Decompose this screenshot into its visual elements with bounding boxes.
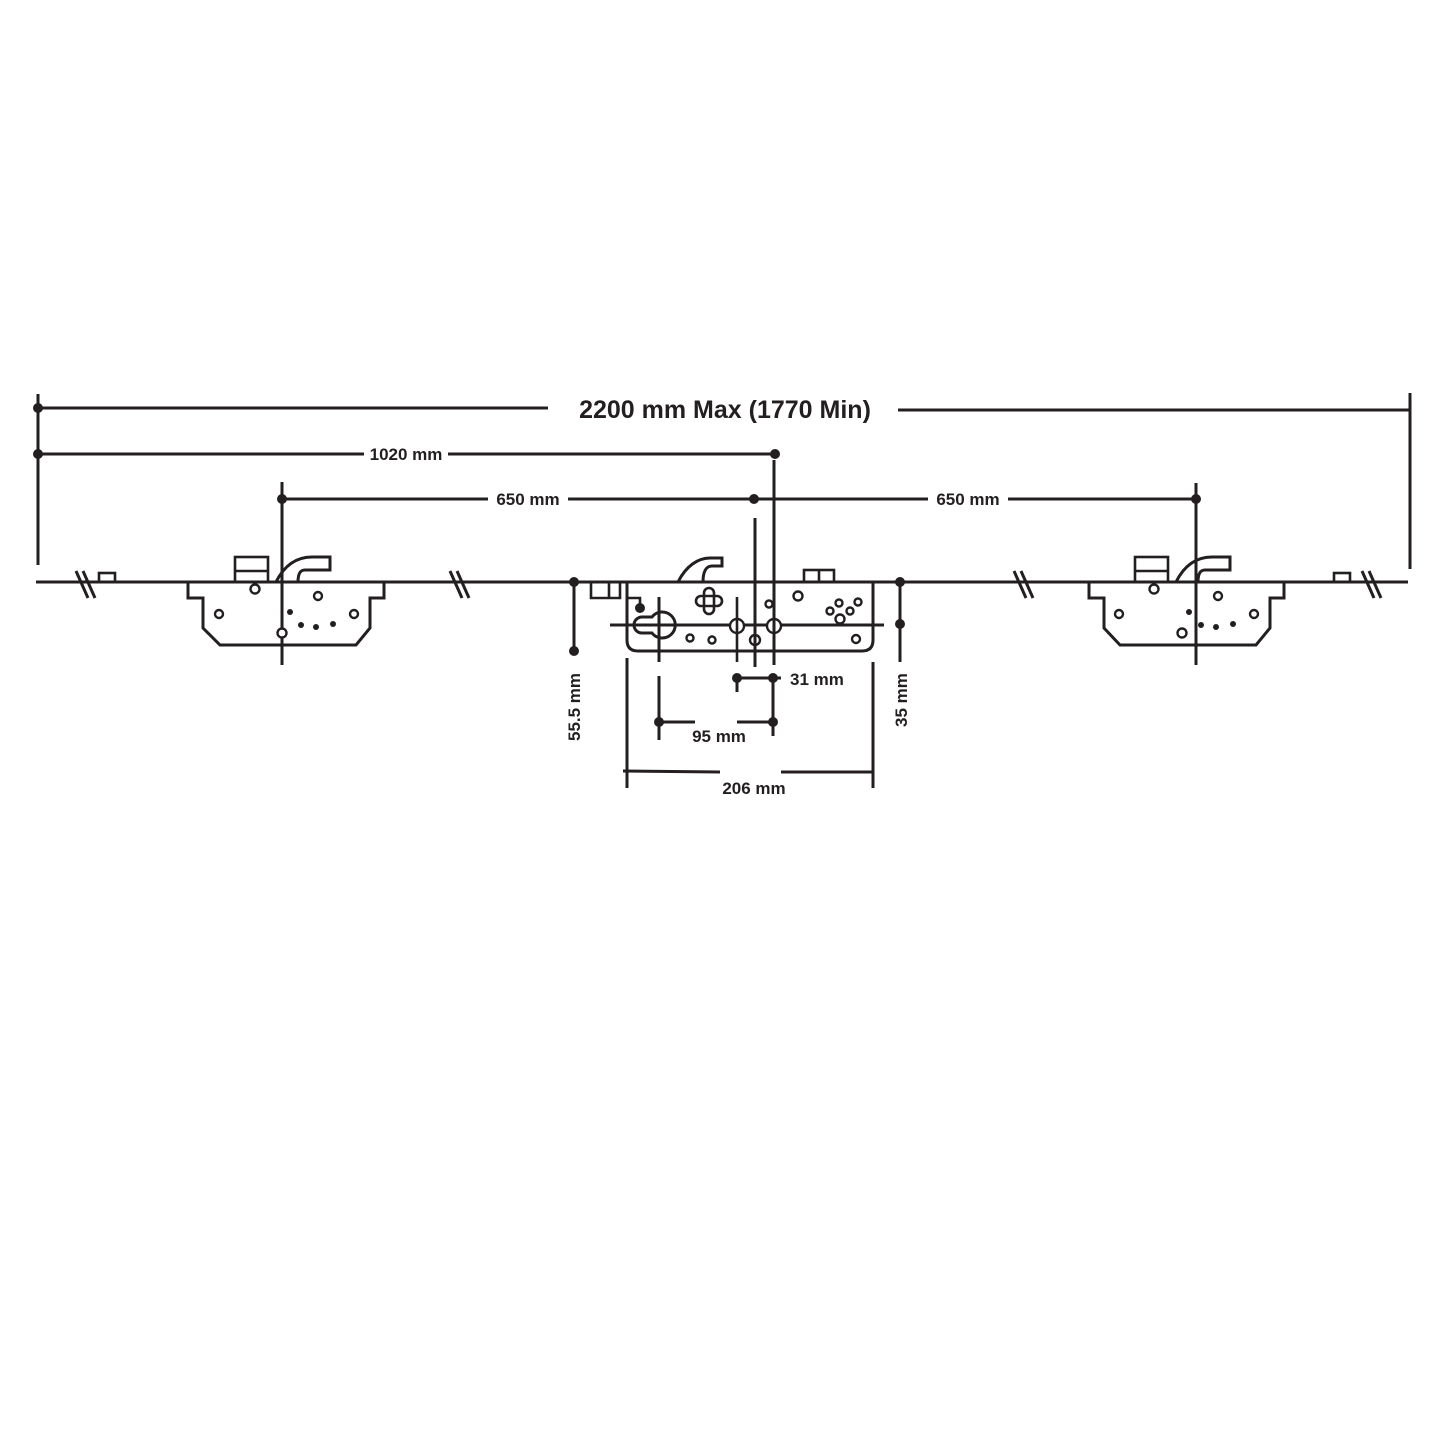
overall-length-label: 2200 mm Max (1770 Min)	[579, 396, 871, 424]
break-mark-icon	[74, 570, 97, 599]
end-tab	[1332, 571, 1352, 584]
hook-bolt-icon	[1174, 555, 1232, 583]
handle-cylinder-dimension: 95 mm	[654, 676, 778, 746]
spindle-icon	[694, 586, 724, 616]
backset-dimension: 55.5 mm	[565, 577, 584, 741]
roller-block	[233, 555, 270, 584]
faceplate-depth-dimension: 35 mm	[892, 577, 911, 727]
case-width-dimension: 206 mm	[622, 658, 875, 798]
hook-bolt-icon	[274, 555, 332, 583]
centre-spacing-dimension: 31 mm	[732, 670, 844, 692]
break-mark-icon	[1012, 570, 1035, 599]
span-dimensions: 650 mm 650 mm	[277, 490, 1201, 509]
cylinder-keyhole-icon	[632, 610, 677, 640]
to-centre-dimension: 1020 mm	[33, 445, 780, 464]
case-width-label: 206 mm	[722, 779, 785, 798]
break-mark-icon	[448, 570, 471, 599]
latch-icon	[676, 556, 724, 583]
faceplate-line	[36, 570, 1408, 599]
centre-spacing-label: 31 mm	[790, 670, 844, 689]
end-tab	[97, 571, 117, 584]
right-span-label: 650 mm	[936, 490, 999, 509]
centre-lock-case	[589, 460, 884, 667]
handle-cylinder-label: 95 mm	[692, 727, 746, 746]
roller-block	[1133, 555, 1170, 584]
overall-dimension: 2200 mm Max (1770 Min)	[33, 393, 1412, 569]
right-hook-bolt-unit	[1087, 483, 1286, 665]
faceplate-depth-label: 35 mm	[892, 673, 911, 727]
break-mark-icon	[1360, 570, 1383, 599]
left-span-label: 650 mm	[496, 490, 559, 509]
backset-label: 55.5 mm	[565, 673, 584, 741]
left-hook-bolt-unit	[186, 482, 386, 665]
to-centre-label: 1020 mm	[370, 445, 443, 464]
